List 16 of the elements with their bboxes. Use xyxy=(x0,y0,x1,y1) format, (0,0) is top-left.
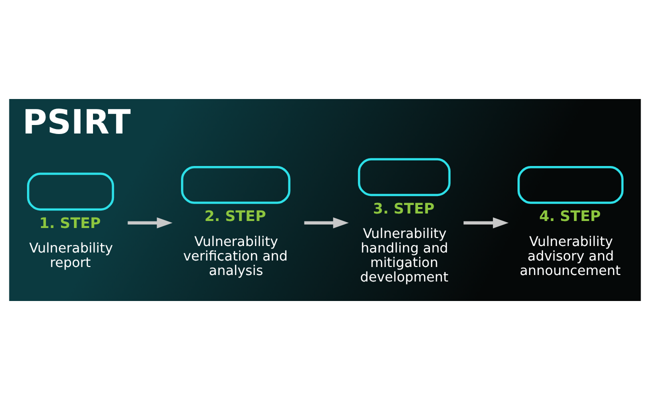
node-box xyxy=(27,172,114,211)
node-box xyxy=(518,166,624,204)
node-label: Vulnerability report xyxy=(29,242,113,272)
node-label: Vulnerability advisory and announcement xyxy=(520,234,621,279)
node-box xyxy=(358,158,451,196)
node-label: Vulnerability verification and analysis xyxy=(183,234,288,279)
node-label: 1. STEP xyxy=(39,216,101,232)
node-label: 4. STEP xyxy=(539,209,601,226)
node-box xyxy=(181,166,290,204)
node-label: Vulnerability handling and mitigation development xyxy=(360,227,448,286)
arrow xyxy=(464,217,509,228)
node-label: 3. STEP xyxy=(372,201,435,218)
arrow xyxy=(304,217,349,228)
diagram-title: PSIRT xyxy=(22,102,131,142)
node-label: 2. STEP xyxy=(204,209,266,226)
arrow xyxy=(128,217,173,228)
